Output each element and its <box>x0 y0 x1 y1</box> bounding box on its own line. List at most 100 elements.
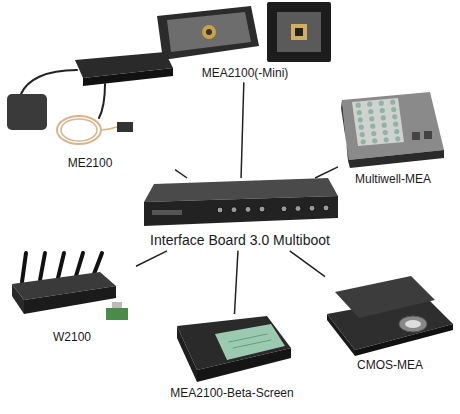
well <box>391 107 396 112</box>
connector-line <box>175 170 187 178</box>
device-label-row: MEA2100(-Mini) <box>155 66 335 80</box>
connector-line <box>136 251 167 266</box>
well <box>382 123 387 128</box>
device-node: Multiwell-MEA <box>338 92 448 188</box>
lid <box>335 276 435 318</box>
antenna <box>22 253 26 282</box>
device-label-row: ME2100 <box>5 156 175 170</box>
well <box>371 131 376 136</box>
device-illustration <box>8 250 136 328</box>
well <box>357 110 362 115</box>
device-drawing <box>341 92 444 168</box>
device-illustration <box>167 314 297 384</box>
device-node: Interface Board 3.0 Multiboot <box>140 178 340 251</box>
cable <box>21 70 77 94</box>
well <box>381 115 386 120</box>
antenna <box>40 253 45 280</box>
mea-chip <box>291 24 307 40</box>
electrode-connector <box>117 122 133 132</box>
device-illustration <box>140 178 340 230</box>
device-illustration <box>155 2 335 64</box>
mea-center <box>206 29 212 35</box>
well <box>384 137 389 142</box>
transparent-window <box>215 324 285 360</box>
housing-side <box>341 100 350 168</box>
fiber <box>101 127 117 130</box>
bnc-connector <box>259 206 265 212</box>
bnc-connector <box>281 206 287 212</box>
button <box>424 131 432 139</box>
device-drawing <box>7 52 173 144</box>
receiver-side <box>12 284 24 314</box>
device-illustration <box>338 92 448 170</box>
antenna <box>76 253 83 276</box>
well <box>370 124 375 129</box>
amplifier-front <box>83 68 173 86</box>
connector-line <box>234 251 238 314</box>
fiber-coil <box>57 116 101 144</box>
front-panel-slot <box>152 210 182 215</box>
device-label: W2100 <box>52 330 92 344</box>
device-label: ME2100 <box>67 156 114 170</box>
receiver-front <box>24 286 116 314</box>
connector <box>112 302 122 308</box>
well <box>394 129 399 134</box>
bnc-connector <box>295 206 301 212</box>
device-node: CMOS-MEA <box>325 274 455 374</box>
ground-pad <box>7 94 47 130</box>
mini-headstage <box>267 2 331 62</box>
well <box>358 117 363 122</box>
button <box>412 132 420 140</box>
well <box>379 101 384 106</box>
housing-side <box>177 326 197 382</box>
device-label: Multiwell-MEA <box>354 172 432 186</box>
mini-lid <box>277 12 321 52</box>
well <box>360 132 365 137</box>
connector-line <box>241 82 244 178</box>
device-label-row: Multiwell-MEA <box>338 172 448 186</box>
housing-side <box>327 314 355 356</box>
well <box>368 109 373 114</box>
device-drawing <box>12 253 128 320</box>
well-plate <box>352 98 404 146</box>
device-label-row: MEA2100-Beta-Screen <box>165 386 298 400</box>
device-label-row: W2100 <box>8 330 136 344</box>
circuit-trace <box>229 334 271 348</box>
device-illustration <box>325 274 455 356</box>
connector-line <box>290 251 325 277</box>
headstage-pcb <box>106 308 128 320</box>
device-drawing <box>144 178 338 226</box>
device-label: MEA2100(-Mini) <box>201 66 290 80</box>
cable <box>99 84 105 118</box>
bnc-connector <box>217 207 223 213</box>
chip-well <box>399 316 427 332</box>
well <box>380 108 385 113</box>
mea-chip <box>202 25 216 39</box>
headstage-lid <box>167 12 251 52</box>
bnc-connector <box>323 205 329 211</box>
well <box>359 125 364 130</box>
well <box>390 100 395 105</box>
device-label: CMOS-MEA <box>356 358 424 372</box>
well <box>356 103 361 108</box>
well <box>367 102 372 107</box>
device-drawing <box>327 276 453 356</box>
bnc-connector <box>231 207 237 213</box>
fiber-coil <box>61 119 97 141</box>
mea-center <box>295 28 303 36</box>
device-node: MEA2100(-Mini) <box>155 2 335 82</box>
bnc-connector <box>309 205 315 211</box>
well <box>393 122 398 127</box>
headstage-body <box>157 6 259 60</box>
well <box>392 114 397 119</box>
device-label-row: CMOS-MEA <box>325 358 455 372</box>
well <box>361 139 366 144</box>
well <box>395 136 400 141</box>
bnc-connector <box>245 206 251 212</box>
housing-front <box>144 196 338 226</box>
device-node: W2100 <box>8 250 136 346</box>
chip-center <box>405 320 421 328</box>
housing-top <box>342 92 444 160</box>
device-label-row: Interface Board 3.0 Multiboot <box>140 232 340 249</box>
